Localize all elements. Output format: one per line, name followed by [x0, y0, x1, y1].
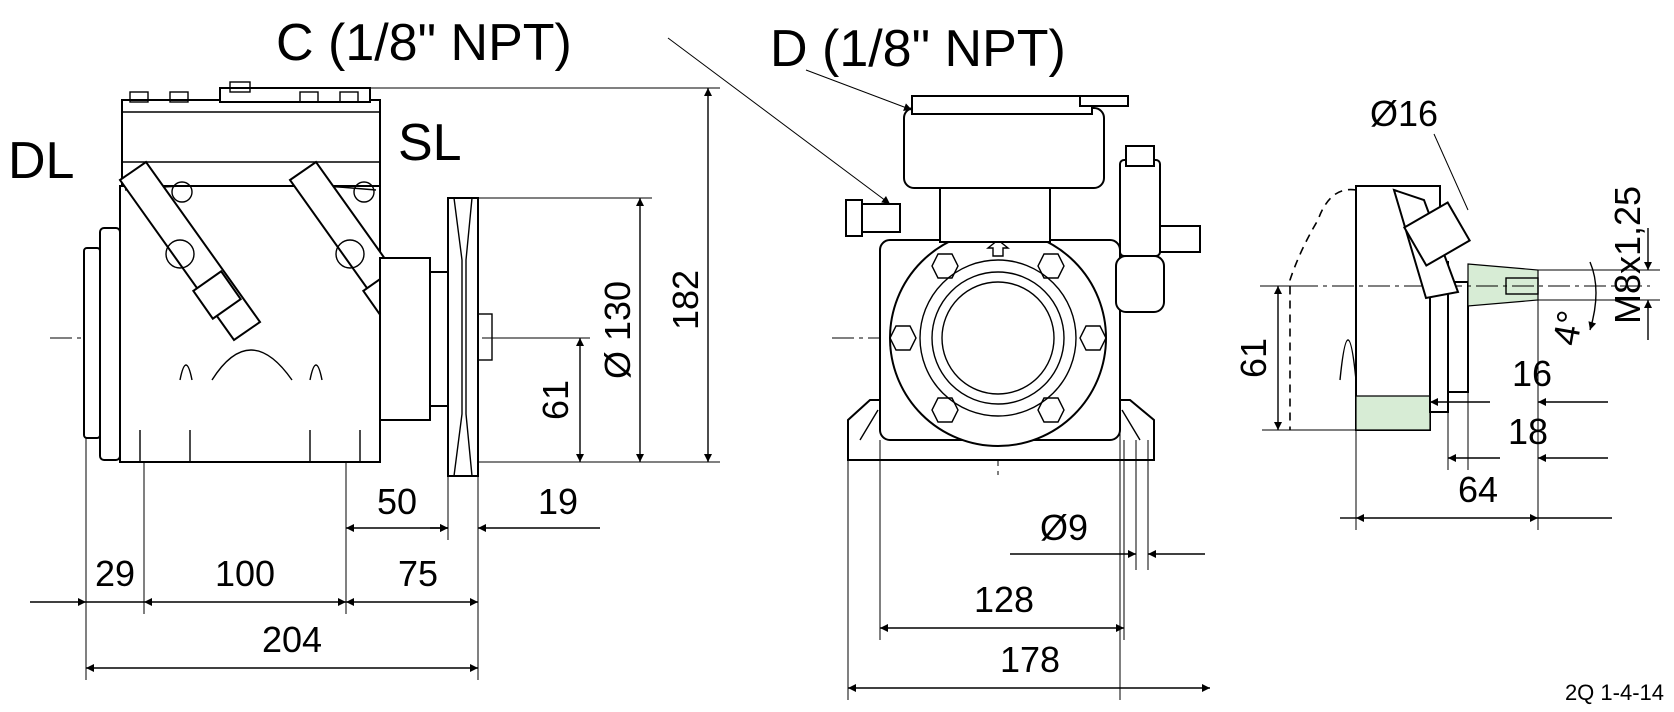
- dim-61-side: 61: [535, 380, 576, 420]
- label-angle: 4°: [1545, 307, 1591, 348]
- dim-100: 100: [215, 553, 275, 594]
- drawing-id: 2Q 1-4-14: [1565, 680, 1664, 705]
- dim-18: 18: [1508, 411, 1548, 452]
- dim-29: 29: [95, 553, 135, 594]
- dim-64: 64: [1458, 469, 1498, 510]
- detail-valve: [1392, 188, 1472, 300]
- label-discharge-line: DL: [8, 132, 74, 190]
- dim-pulley-diameter: Ø 130: [597, 281, 638, 379]
- dim-61-detail: 61: [1233, 338, 1274, 378]
- label-port-c: C (1/8" NPT): [276, 14, 572, 72]
- dim-75: 75: [398, 553, 438, 594]
- dim-19: 19: [538, 481, 578, 522]
- label-suction-line: SL: [398, 114, 462, 172]
- side-service-valve: [1115, 145, 1201, 313]
- head-bolts: [129, 81, 359, 103]
- label-thread: M8x1,25: [1607, 186, 1648, 324]
- dim-128: 128: [974, 579, 1034, 620]
- dim-204: 204: [262, 619, 322, 660]
- flange-bolts: [889, 253, 1107, 423]
- label-port-d: D (1/8" NPT): [770, 20, 1066, 78]
- dim-50: 50: [377, 481, 417, 522]
- front-view: Ø9 128 178 D (1/8" NPT): [770, 20, 1210, 700]
- side-view: 182 Ø 130 61 50 19 29 100 75 204 DL: [8, 14, 891, 680]
- label-hole-diameter: Ø16: [1370, 93, 1438, 134]
- dim-mount-hole: Ø9: [1040, 507, 1088, 548]
- pulley: [447, 197, 493, 477]
- dim-16: 16: [1512, 353, 1552, 394]
- dim-182: 182: [665, 270, 706, 330]
- discharge-valve: [118, 160, 262, 342]
- detail-view: M8x1,25 4° Ø16 61 16 18 64: [1233, 93, 1660, 530]
- dim-178: 178: [1000, 639, 1060, 680]
